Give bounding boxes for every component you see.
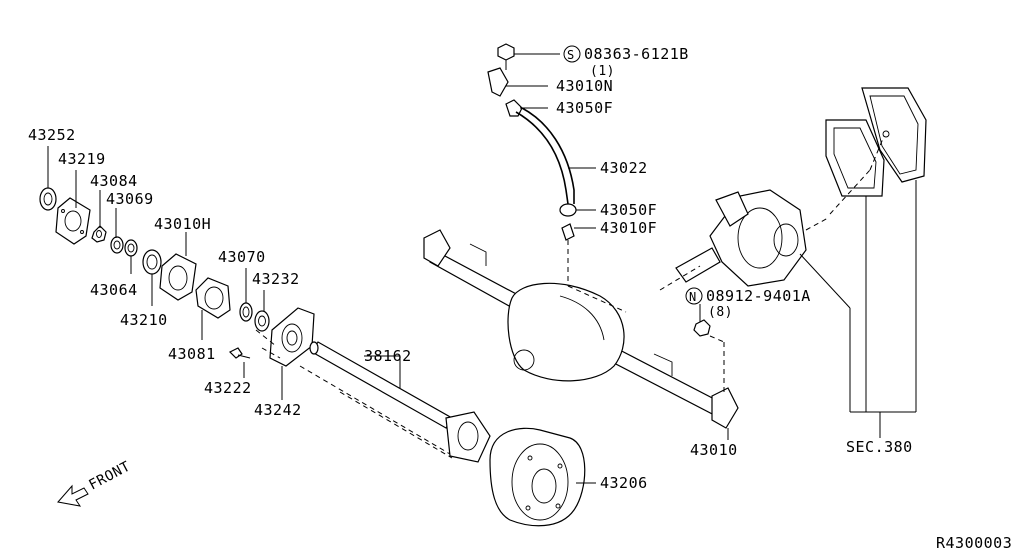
label-bolt-qty: (1) — [590, 64, 615, 79]
nut-prefix: N — [689, 290, 697, 304]
label-43252: 43252 — [28, 126, 76, 144]
bolt-spec-callout: S 08363-6121B (1) — [563, 45, 689, 79]
part-43070-ring — [239, 302, 253, 322]
part-43010h-plate — [159, 253, 197, 301]
label-43064: 43064 — [90, 281, 138, 299]
part-bolt-08363 — [497, 43, 515, 70]
label-43222: 43222 — [204, 379, 252, 397]
part-43050f-clamp-mid — [559, 203, 577, 217]
part-43242-backing-plate — [269, 307, 315, 367]
assembly-guide-lines — [255, 135, 885, 459]
part-43010f-fitting — [561, 223, 575, 241]
part-43069-washer — [110, 236, 124, 254]
label-43010: 43010 — [690, 441, 738, 459]
label-43210: 43210 — [120, 311, 168, 329]
label-43219: 43219 — [58, 150, 106, 168]
part-43010n-connector — [487, 67, 509, 97]
diagram-id: R4300003 — [936, 534, 1012, 552]
label-43069: 43069 — [106, 190, 154, 208]
part-43010-axle-housing — [423, 229, 739, 429]
label-sec-380: SEC.380 — [846, 438, 913, 456]
label-43010h: 43010H — [154, 215, 211, 233]
label-43010f: 43010F — [600, 219, 657, 237]
part-43022-breather-hose — [515, 107, 575, 205]
part-43084-nut — [91, 225, 107, 243]
label-nut-qty: (8) — [708, 305, 733, 320]
part-43252-seal — [39, 187, 57, 211]
front-direction-indicator: FRONT — [57, 458, 133, 507]
label-43081: 43081 — [168, 345, 216, 363]
label-43070: 43070 — [218, 248, 266, 266]
nut-spec-callout: N 08912-9401A (8) — [685, 287, 811, 320]
label-43232: 43232 — [252, 270, 300, 288]
part-43064-ring — [124, 239, 138, 257]
label-43050f-top: 43050F — [556, 99, 613, 117]
part-43222-bolt — [228, 347, 251, 359]
label-front: FRONT — [86, 458, 133, 493]
label-43010n: 43010N — [556, 77, 613, 95]
part-nut-08912 — [693, 319, 711, 337]
part-43050f-clamp-top — [505, 99, 523, 117]
front-arrow-icon — [57, 484, 89, 507]
part-43210-bearing — [142, 249, 162, 275]
part-differential-gasket — [825, 119, 885, 197]
label-43206: 43206 — [600, 474, 648, 492]
label-43022: 43022 — [600, 159, 648, 177]
label-43050f-mid: 43050F — [600, 201, 657, 219]
label-43242: 43242 — [254, 401, 302, 419]
label-nut-part: 08912-9401A — [706, 287, 811, 305]
part-38162-axle-shaft — [309, 341, 491, 463]
bolt-prefix: S — [567, 48, 575, 62]
leader-lines — [47, 53, 917, 484]
part-43232-seal — [254, 310, 270, 332]
part-differential-cover — [861, 87, 927, 183]
part-43206-brake-drum — [489, 427, 586, 527]
part-43219-plate — [55, 197, 91, 245]
part-43081-housing — [195, 277, 231, 319]
label-38162: 38162 — [364, 347, 412, 365]
label-bolt-part: 08363-6121B — [584, 45, 689, 63]
label-43084: 43084 — [90, 172, 138, 190]
part-differential-carrier — [675, 189, 807, 287]
